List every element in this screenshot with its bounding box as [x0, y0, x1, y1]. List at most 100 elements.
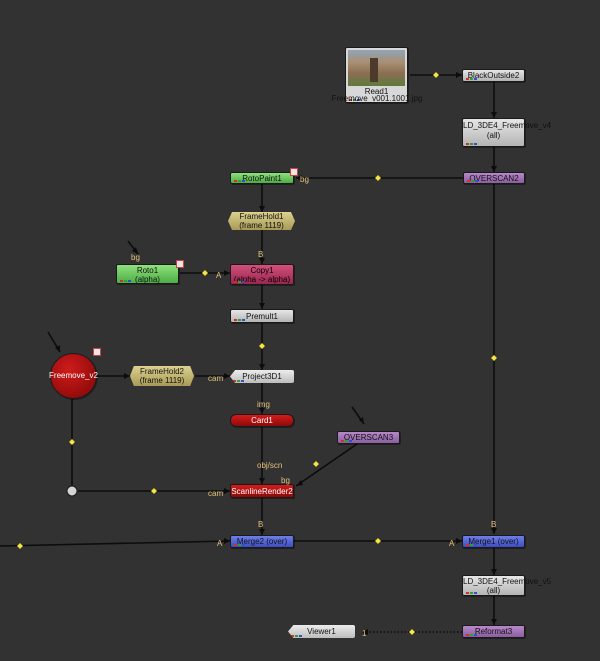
ld-3de4-freemove-v5-node[interactable]: LD_3DE4_Freemove_v5 (all) — [462, 575, 552, 596]
channel-chip — [470, 634, 473, 636]
pin-label-a: A — [216, 271, 222, 280]
read1-file: Freemove_v001.1001.jpg — [331, 94, 423, 103]
blackoutside2-label: BlackOutside2 — [467, 71, 520, 80]
overscan3-label: OVERSCAN3 — [343, 433, 394, 442]
rotopaint1-flag — [290, 168, 298, 176]
pipe-dot — [374, 174, 382, 182]
channel-chip — [238, 544, 241, 546]
channel-chip — [466, 634, 469, 636]
card1-node[interactable]: Card1 — [230, 414, 294, 427]
channel-chip — [234, 319, 237, 321]
channel-chip — [466, 143, 469, 145]
dot-node — [66, 485, 78, 497]
channel-chip — [470, 143, 473, 145]
roto1-flag — [176, 260, 184, 268]
freemove-v2-label: Freemove_v2 — [49, 371, 98, 380]
pin-label-a: A — [449, 539, 455, 548]
pin-label-bg: bg — [300, 175, 309, 184]
overscan2-node[interactable]: OVERSCAN2 — [463, 172, 525, 184]
scanlinerender2-label: ScanlineRender2 — [231, 487, 293, 496]
framehold1-label: FrameHold1 — [239, 212, 284, 221]
overscan2-label: OVERSCAN2 — [469, 174, 519, 183]
pin-label-a: A — [217, 539, 223, 548]
project3d1-label: Project3D1 — [242, 372, 282, 381]
pipe-dot — [16, 542, 24, 550]
channel-chip — [349, 99, 352, 101]
channel-chip — [357, 99, 360, 101]
pipe-dot — [374, 537, 382, 545]
pipe-dot — [258, 342, 266, 350]
read1-title: Read1 — [364, 87, 389, 96]
channel-chip — [234, 281, 237, 283]
viewer1-node[interactable]: Viewer1 — [288, 625, 355, 638]
card1-label: Card1 — [251, 416, 273, 425]
pin-label-bg: bg — [281, 476, 290, 485]
channel-chip — [295, 635, 298, 637]
rotopaint1-node[interactable]: RotoPaint1 — [230, 172, 294, 184]
pipe-dot — [68, 438, 76, 446]
channel-chip — [471, 180, 474, 182]
reformat3-node[interactable]: Reformat3 — [462, 625, 525, 638]
channel-chip — [242, 319, 245, 321]
channel-chip — [124, 280, 127, 282]
freemove-v2-camera-node[interactable]: Freemove_v2 — [49, 353, 98, 399]
channel-chip — [237, 380, 240, 382]
framehold2-label: FrameHold2 — [139, 367, 184, 376]
pin-label-viewer-input: 1 — [362, 629, 367, 638]
read1-thumbnail — [348, 50, 405, 86]
channel-chip — [474, 78, 477, 80]
channel-chip — [341, 440, 344, 442]
freemove-v2-flag — [93, 348, 101, 356]
reformat3-label: Reformat3 — [474, 627, 513, 636]
copy1-label: Copy1 — [250, 266, 274, 275]
framehold2-node[interactable]: FrameHold2 (frame 1119) — [130, 366, 194, 386]
merge1-label: Merge1 (over) — [468, 537, 519, 546]
channel-chip — [120, 280, 123, 282]
pipe-dot — [312, 460, 320, 468]
framehold1-sub: (frame 1119) — [239, 221, 284, 230]
channel-chip — [474, 544, 477, 546]
channel-chip — [234, 180, 237, 182]
channel-chip — [470, 78, 473, 80]
ld-v5-sub: (all) — [486, 586, 501, 595]
channel-chip — [353, 99, 356, 101]
channel-chip — [474, 143, 477, 145]
ld-3de4-freemove-v4-node[interactable]: LD_3DE4_Freemove_v4 (all) — [462, 118, 552, 147]
merge2-node[interactable]: Merge2 (over) — [230, 535, 294, 548]
channel-chip — [299, 635, 302, 637]
premult1-node[interactable]: Premult1 — [230, 309, 294, 323]
copy1-node[interactable]: Copy1 (alpha -> alpha) — [230, 264, 294, 285]
pin-label-b: B — [258, 250, 264, 259]
channel-chip — [233, 380, 236, 382]
framehold1-node[interactable]: FrameHold1 (frame 1119) — [228, 212, 295, 230]
channel-chip — [466, 592, 469, 594]
channel-chip — [466, 544, 469, 546]
scanlinerender2-node[interactable]: ScanlineRender2 — [230, 484, 294, 498]
channel-chip — [242, 544, 245, 546]
pin-label-b: B — [258, 520, 264, 529]
ld-v5-label: LD_3DE4_Freemove_v5 — [463, 577, 552, 586]
channel-chip — [475, 180, 478, 182]
channel-chip — [128, 280, 131, 282]
pipe-dot — [432, 71, 440, 79]
roto1-sub: (alpha) — [135, 275, 160, 284]
channel-chip — [238, 319, 241, 321]
overscan3-node[interactable]: OVERSCAN3 — [337, 431, 400, 444]
pin-label-img: img — [257, 400, 270, 409]
rotopaint1-label: RotoPaint1 — [242, 174, 282, 183]
merge1-node[interactable]: Merge1 (over) — [462, 535, 525, 548]
copy1-sub: (alpha -> alpha) — [233, 275, 291, 284]
roto1-node[interactable]: Roto1 (alpha) — [116, 264, 179, 284]
project3d1-node[interactable]: Project3D1 — [230, 370, 294, 383]
channel-chip — [238, 180, 241, 182]
ld-v4-label: LD_3DE4_Freemove_v4 — [463, 121, 552, 130]
blackoutside2-node[interactable]: BlackOutside2 — [462, 69, 525, 82]
premult1-label: Premult1 — [245, 312, 278, 321]
channel-chip — [470, 592, 473, 594]
pin-label-cam: cam — [208, 489, 224, 498]
read1-node[interactable]: Read1 — [345, 47, 408, 103]
channel-chip — [470, 544, 473, 546]
channel-chip — [474, 592, 477, 594]
viewer1-label: Viewer1 — [307, 627, 336, 636]
